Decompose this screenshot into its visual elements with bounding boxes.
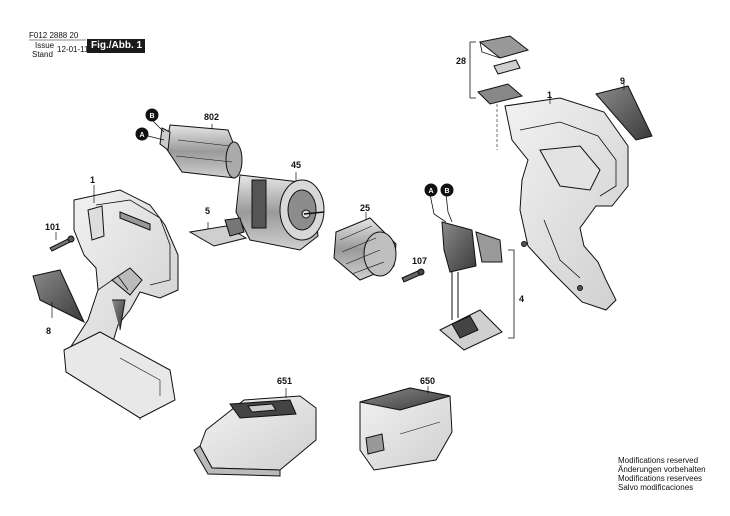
part-label-650: 650 bbox=[420, 376, 435, 386]
connector-b-letter: B bbox=[149, 113, 154, 120]
motor-802 bbox=[147, 117, 243, 179]
part-label-101: 101 bbox=[45, 222, 60, 232]
switch-bracket-5 bbox=[188, 217, 248, 247]
label-plate-8 bbox=[32, 269, 86, 324]
switch-connector-b-marker bbox=[440, 183, 454, 197]
figure-label: Fig./Abb. 1 bbox=[87, 39, 145, 53]
connector-a-letter: A bbox=[139, 132, 144, 139]
connector-a-marker bbox=[135, 127, 149, 141]
charger-651 bbox=[193, 388, 317, 477]
part-label-45: 45 bbox=[291, 160, 301, 170]
part-label-802: 802 bbox=[204, 112, 219, 122]
part-label-8: 8 bbox=[46, 326, 51, 336]
screw-101 bbox=[49, 232, 75, 252]
note-modifications-de: Änderungen vorbehalten bbox=[618, 465, 706, 474]
part-label-9: 9 bbox=[620, 76, 625, 86]
part-label-1-right: 1 bbox=[547, 90, 552, 100]
battery-650 bbox=[359, 386, 453, 471]
right-housing-half bbox=[504, 96, 629, 311]
stand-label: Stand bbox=[32, 50, 53, 59]
switch-connector-a-marker bbox=[424, 183, 438, 197]
issue-label: Issue bbox=[35, 41, 55, 50]
document-number: F012 2888 20 bbox=[29, 31, 79, 40]
part-label-5: 5 bbox=[205, 206, 210, 216]
switch-connector-b-letter: B bbox=[444, 188, 449, 195]
switch-connector-a-letter: A bbox=[428, 188, 433, 195]
issue-date: 12-01-11 bbox=[57, 45, 89, 54]
switch-assembly-4 bbox=[429, 193, 515, 351]
screw-107 bbox=[401, 268, 425, 283]
connector-b-marker bbox=[145, 108, 159, 122]
part-label-25: 25 bbox=[360, 203, 370, 213]
label-plate-9 bbox=[595, 80, 653, 141]
note-modifications-fr: Modifications reservees bbox=[618, 474, 703, 483]
chuck-25 bbox=[333, 212, 397, 281]
gearbox-45 bbox=[235, 172, 325, 251]
part-label-1-left: 1 bbox=[90, 175, 95, 185]
note-modifications-es: Salvo modificaciones bbox=[618, 483, 694, 492]
part-label-107: 107 bbox=[412, 256, 427, 266]
switch-slider-28 bbox=[469, 35, 530, 150]
left-housing-half bbox=[63, 189, 179, 420]
part-label-4: 4 bbox=[519, 294, 524, 304]
part-label-28: 28 bbox=[456, 56, 466, 66]
part-label-651: 651 bbox=[277, 376, 292, 386]
note-modifications-en: Modifications reserved bbox=[618, 456, 699, 465]
